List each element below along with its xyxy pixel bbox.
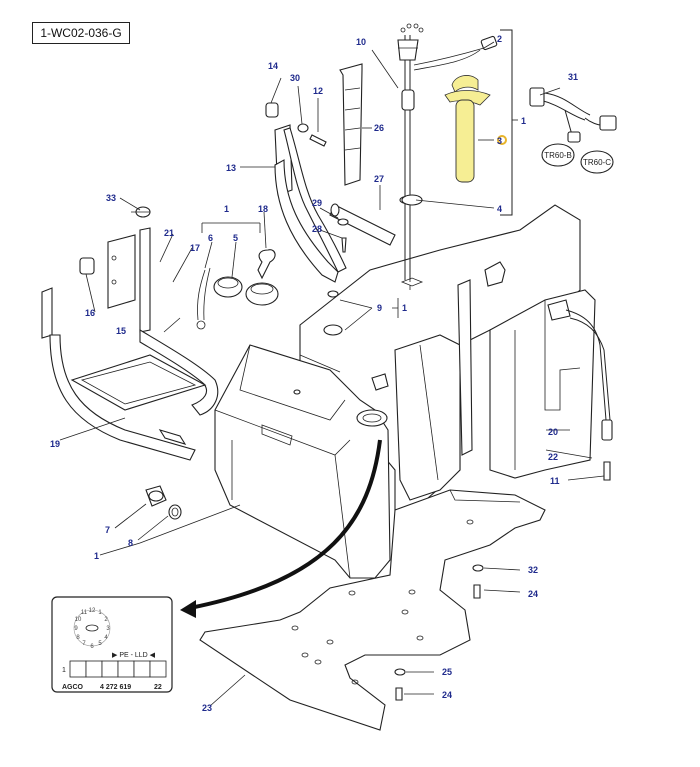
pipe-26: [339, 63, 363, 186]
mounting-frame: [41, 227, 219, 461]
callouts: 10 2 1 3 4 31 14 30 12 26 13 27 33 1 29 …: [50, 34, 578, 713]
callout-15: 15: [116, 326, 126, 336]
legend-row-label: 1: [62, 667, 66, 674]
callout-30: 30: [290, 73, 300, 83]
dial-4: 4: [104, 635, 108, 641]
dial-5: 5: [98, 641, 102, 647]
callout-31: 31: [568, 72, 578, 82]
sender-wire: [547, 299, 613, 441]
dial-8: 8: [76, 635, 80, 641]
connector-tags: TR60-B TR60-C: [541, 143, 614, 174]
fuel-tank: [214, 204, 581, 579]
dial-11: 11: [81, 610, 88, 616]
callout-10: 10: [356, 37, 366, 47]
callout-27: 27: [374, 174, 384, 184]
tag-tr60-b: TR60-B: [544, 151, 572, 160]
fasteners-right: [394, 461, 611, 701]
base-plate: [199, 489, 546, 731]
legend-pe-lld: ▶ PE - LLD ◀: [112, 652, 156, 659]
callout-21: 21: [164, 228, 174, 238]
callout-24a: 24: [528, 589, 538, 599]
legend-box: 12 1 2 3 4 5 6 7 8 9 10 11 ▶ PE - LLD ◀ …: [51, 596, 173, 693]
callout-14: 14: [268, 61, 278, 71]
callout-13: 13: [226, 163, 236, 173]
legend-page: 22: [154, 684, 162, 691]
callout-1b: 1: [224, 204, 229, 214]
callout-4: 4: [497, 204, 502, 214]
callout-1c: 1: [402, 303, 407, 313]
fuel-caps: [196, 267, 279, 330]
side-panels: [457, 279, 596, 479]
bracket-13: [274, 124, 347, 283]
callout-16: 16: [85, 308, 95, 318]
dial-9: 9: [74, 626, 78, 632]
callout-7: 7: [105, 525, 110, 535]
callout-23: 23: [202, 703, 212, 713]
tube-27: [329, 203, 396, 246]
tag-tr60-c: TR60-C: [583, 158, 611, 167]
dial-6: 6: [90, 644, 94, 650]
dial-3: 3: [106, 626, 110, 632]
callout-2: 2: [497, 34, 502, 44]
leader-lines: [59, 41, 605, 707]
callout-24b: 24: [442, 690, 452, 700]
callout-8: 8: [128, 538, 133, 548]
arrow-to-legend: [189, 439, 382, 610]
callout-28: 28: [312, 224, 322, 234]
callout-1: 1: [521, 116, 526, 126]
dial-2: 2: [104, 617, 108, 623]
dial-1: 1: [98, 610, 102, 616]
clock-dial: [73, 609, 111, 647]
dial-10: 10: [75, 617, 82, 623]
callout-19: 19: [50, 439, 60, 449]
callout-11: 11: [550, 476, 560, 486]
dial-7: 7: [82, 641, 86, 647]
highlighted-sender-tube: [444, 75, 507, 183]
callout-29: 29: [312, 198, 322, 208]
callout-18: 18: [258, 204, 268, 214]
seal-ring: [401, 194, 423, 206]
callout-9: 9: [377, 303, 382, 313]
drain-plug: [145, 485, 182, 520]
callout-12: 12: [313, 86, 323, 96]
callout-25: 25: [442, 667, 452, 677]
callout-33: 33: [106, 193, 116, 203]
dial-12: 12: [89, 608, 96, 614]
callout-26: 26: [374, 123, 384, 133]
callout-5: 5: [233, 233, 238, 243]
legend-grid: [69, 660, 167, 678]
callout-20: 20: [548, 427, 558, 437]
diagram-reference: 1-WC02-036-G: [32, 22, 130, 44]
legend-brand: AGCO: [62, 684, 84, 691]
wiring-harness: [529, 87, 617, 143]
callout-17: 17: [190, 243, 200, 253]
callout-32: 32: [528, 565, 538, 575]
callout-3: 3: [497, 136, 502, 146]
arrow-head: [180, 600, 196, 618]
callout-6: 6: [208, 233, 213, 243]
fuel-level-sender: [397, 23, 498, 280]
legend-number: 4 272 619: [100, 684, 131, 691]
callout-22: 22: [548, 452, 558, 462]
callout-1d: 1: [94, 551, 99, 561]
